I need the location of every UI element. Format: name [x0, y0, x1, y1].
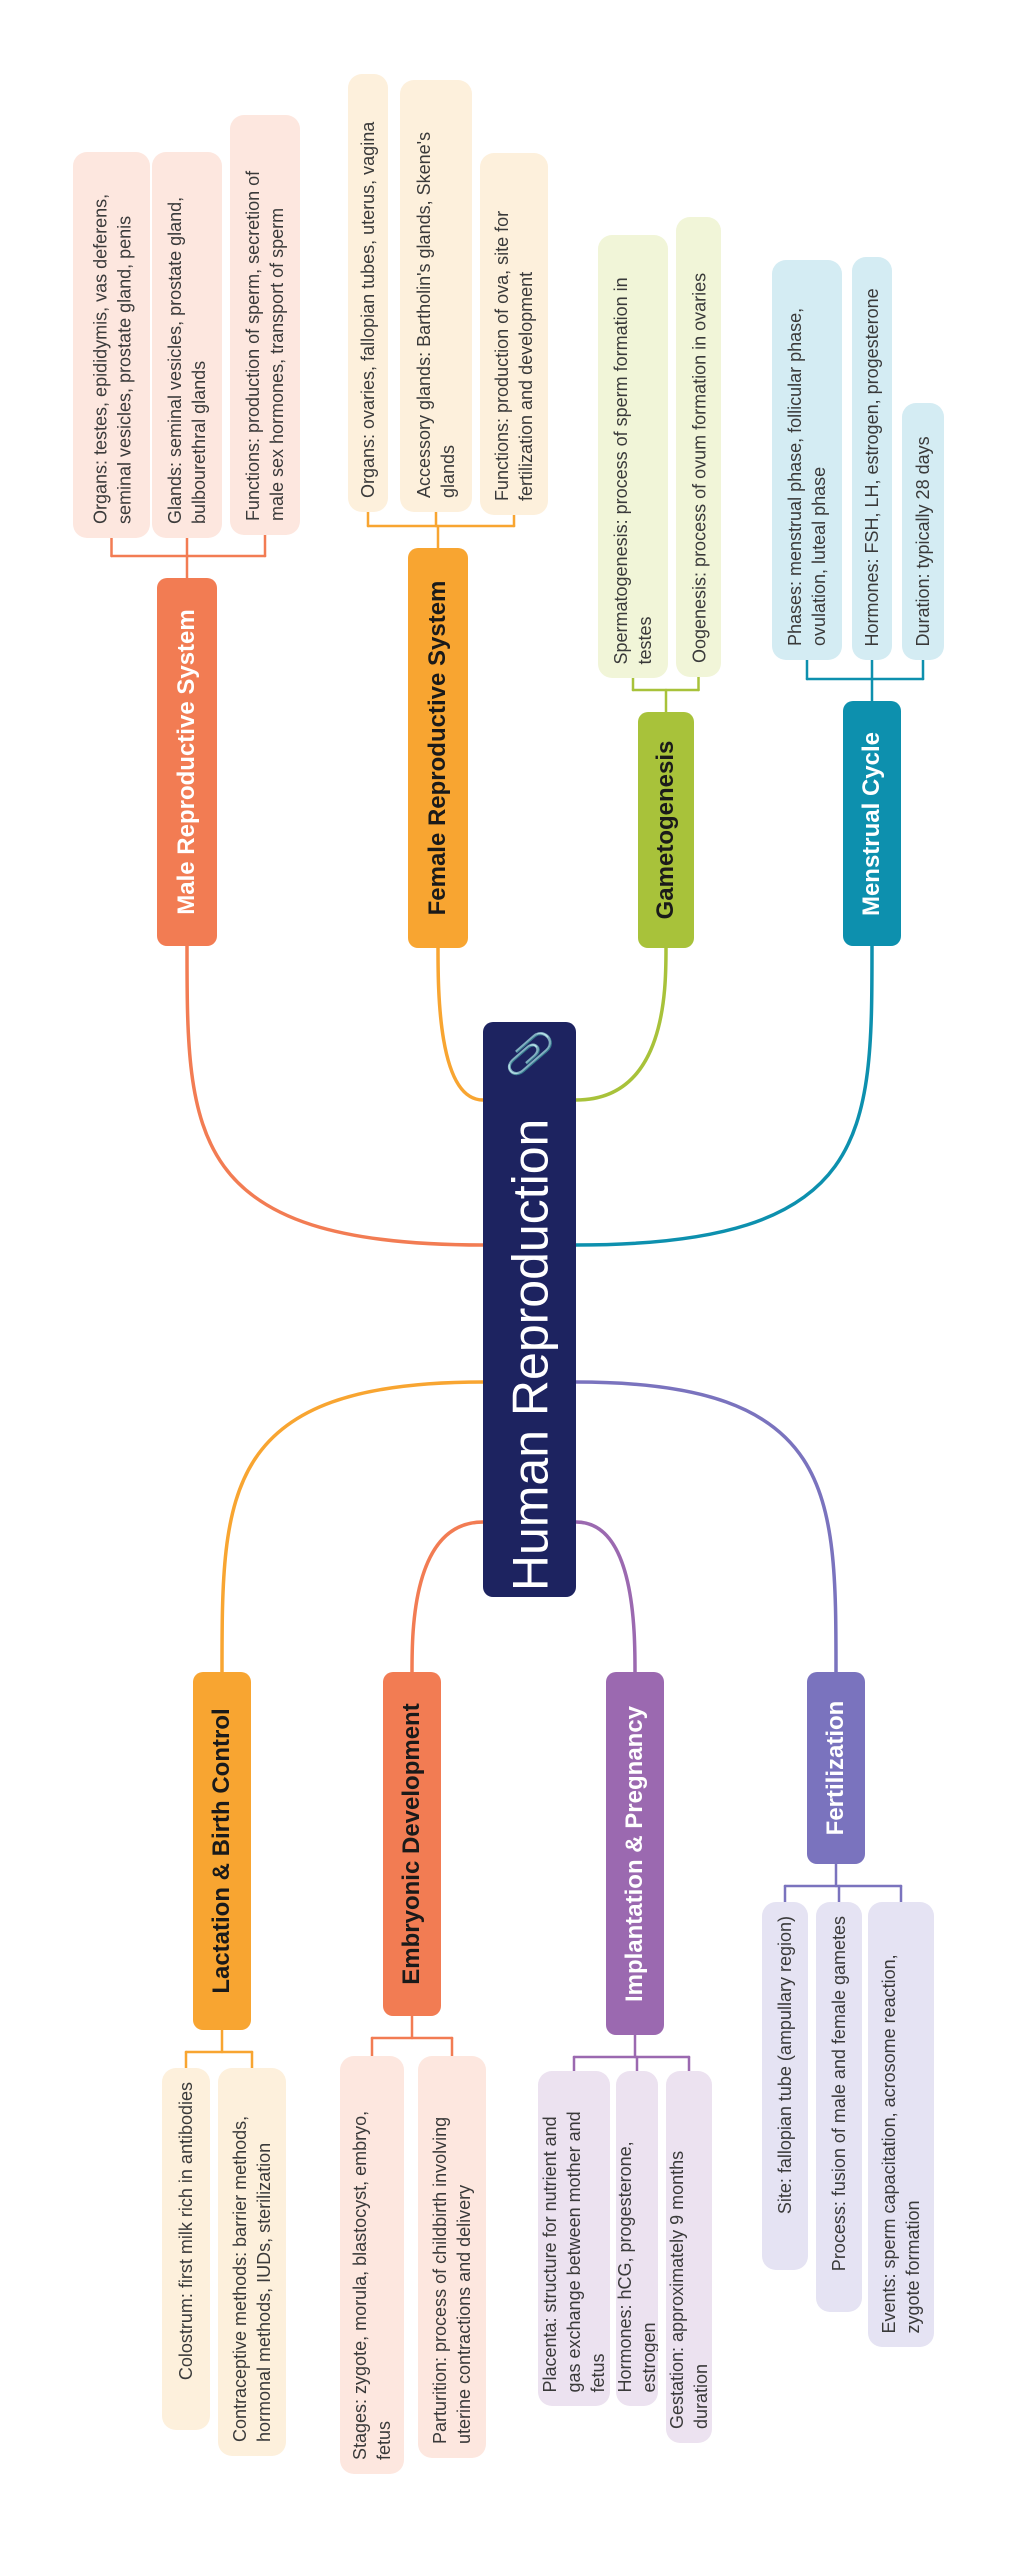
leaf-text: Contraceptive methods: barrier methods, …: [230, 2115, 274, 2442]
leaf-fertilization-2[interactable]: Process: fusion of male and female gamet…: [816, 1902, 862, 2312]
topic-label: Fertilization: [822, 1700, 849, 1836]
leaf-text: Colostrum: first milk rich in antibodies: [176, 2082, 196, 2381]
leaf-text: Accessory glands: Bartholin's glands, Sk…: [414, 131, 458, 498]
leaf-implantation-1[interactable]: Placenta: structure for nutrient and gas…: [538, 2071, 610, 2406]
connector-line: [574, 946, 668, 1102]
connector-line: [410, 1520, 485, 1674]
leaf-embryonic-1[interactable]: Stages: zygote, morula, blastocyst, embr…: [340, 2056, 404, 2474]
topic-embryonic[interactable]: Embryonic Development: [383, 1672, 441, 2016]
topic-female[interactable]: Female Reproductive System: [408, 548, 468, 948]
leaf-female-2[interactable]: Accessory glands: Bartholin's glands, Sk…: [400, 80, 472, 512]
leaf-text: Oogenesis: process of ovum formation in …: [688, 272, 709, 663]
connector-line: [574, 1520, 637, 1674]
topic-label: Female Reproductive System: [424, 580, 451, 916]
leaf-text: Gestation: approximately 9 months durati…: [667, 2150, 711, 2429]
leaf-text: Spermatogenesis: process of sperm format…: [611, 276, 655, 664]
leaf-male-1[interactable]: Organs: testes, epididymis, vas deferens…: [73, 152, 150, 538]
topic-implantation[interactable]: Implantation & Pregnancy: [606, 1672, 664, 2035]
connector-line: [436, 946, 485, 1102]
leaf-text: Process: fusion of male and female gamet…: [829, 1916, 849, 2272]
leaf-text: Events: sperm capacitation, acrosome rea…: [879, 1953, 923, 2333]
leaf-text: Duration: typically 28 days: [913, 435, 933, 646]
leaf-gametogenesis-2[interactable]: Oogenesis: process of ovum formation in …: [676, 217, 721, 677]
leaf-male-2[interactable]: Glands: seminal vesicles, prostate gland…: [152, 152, 222, 538]
leaf-text: Functions: production of ova, site for f…: [492, 210, 536, 501]
leaf-text: Glands: seminal vesicles, prostate gland…: [165, 196, 209, 524]
topic-fertilization[interactable]: Fertilization: [807, 1672, 865, 1864]
leaf-male-3[interactable]: Functions: production of sperm, secretio…: [230, 115, 300, 535]
leaf-text: Hormones: FSH, LH, estrogen, progesteron…: [862, 287, 882, 646]
connector-line: [185, 944, 485, 1247]
leaf-menstrual-3[interactable]: Duration: typically 28 days: [902, 403, 944, 660]
topic-lactation[interactable]: Lactation & Birth Control: [193, 1672, 251, 2030]
leaf-menstrual-2[interactable]: Hormones: FSH, LH, estrogen, progesteron…: [852, 257, 892, 660]
central-topic[interactable]: Human Reproduction 📎: [483, 1022, 576, 1597]
topic-label: Lactation & Birth Control: [208, 1708, 235, 1994]
connector-line: [574, 1380, 838, 1674]
central-title: Human Reproduction: [501, 1118, 558, 1591]
topic-label: Embryonic Development: [398, 1703, 425, 1985]
topic-label: Male Reproductive System: [173, 609, 200, 915]
leaf-text: Phases: menstrual phase, follicular phas…: [785, 307, 829, 646]
leaf-lactation-1[interactable]: Colostrum: first milk rich in antibodies: [162, 2068, 210, 2430]
topic-label: Menstrual Cycle: [858, 731, 885, 916]
leaf-fertilization-3[interactable]: Events: sperm capacitation, acrosome rea…: [868, 1902, 934, 2347]
leaf-female-1[interactable]: Organs: ovaries, fallopian tubes, uterus…: [348, 74, 388, 512]
leaf-text: Parturition: process of childbirth invol…: [430, 2116, 474, 2444]
leaf-text: Placenta: structure for nutrient and gas…: [540, 2110, 608, 2392]
topic-label: Gametogenesis: [652, 740, 679, 920]
leaf-gametogenesis-1[interactable]: Spermatogenesis: process of sperm format…: [598, 235, 668, 678]
connector-line: [574, 944, 874, 1247]
topic-male[interactable]: Male Reproductive System: [157, 578, 217, 946]
leaf-text: Site: fallopian tube (ampullary region): [775, 1916, 795, 2215]
topic-label: Implantation & Pregnancy: [621, 1705, 648, 2002]
leaf-text: Hormones: hCG, progesterone, estrogen: [616, 2140, 658, 2392]
leaf-text: Organs: ovaries, fallopian tubes, uterus…: [358, 121, 378, 498]
leaf-embryonic-2[interactable]: Parturition: process of childbirth invol…: [418, 2056, 486, 2458]
paperclip-icon: 📎: [508, 1028, 552, 1079]
leaf-implantation-2[interactable]: Hormones: hCG, progesterone, estrogen: [616, 2071, 658, 2406]
leaf-text: Functions: production of sperm, secretio…: [243, 170, 287, 521]
leaf-female-3[interactable]: Functions: production of ova, site for f…: [480, 153, 548, 515]
leaf-text: Stages: zygote, morula, blastocyst, embr…: [350, 2110, 394, 2460]
leaf-fertilization-1[interactable]: Site: fallopian tube (ampullary region): [762, 1902, 808, 2270]
leaf-text: Organs: testes, epididymis, vas deferens…: [89, 193, 134, 524]
leaf-lactation-2[interactable]: Contraceptive methods: barrier methods, …: [218, 2068, 286, 2456]
leaf-menstrual-1[interactable]: Phases: menstrual phase, follicular phas…: [772, 260, 842, 660]
topic-menstrual[interactable]: Menstrual Cycle: [843, 701, 901, 946]
connector-line: [220, 1380, 485, 1674]
leaf-implantation-3[interactable]: Gestation: approximately 9 months durati…: [666, 2071, 712, 2443]
topic-gametogenesis[interactable]: Gametogenesis: [638, 712, 694, 948]
